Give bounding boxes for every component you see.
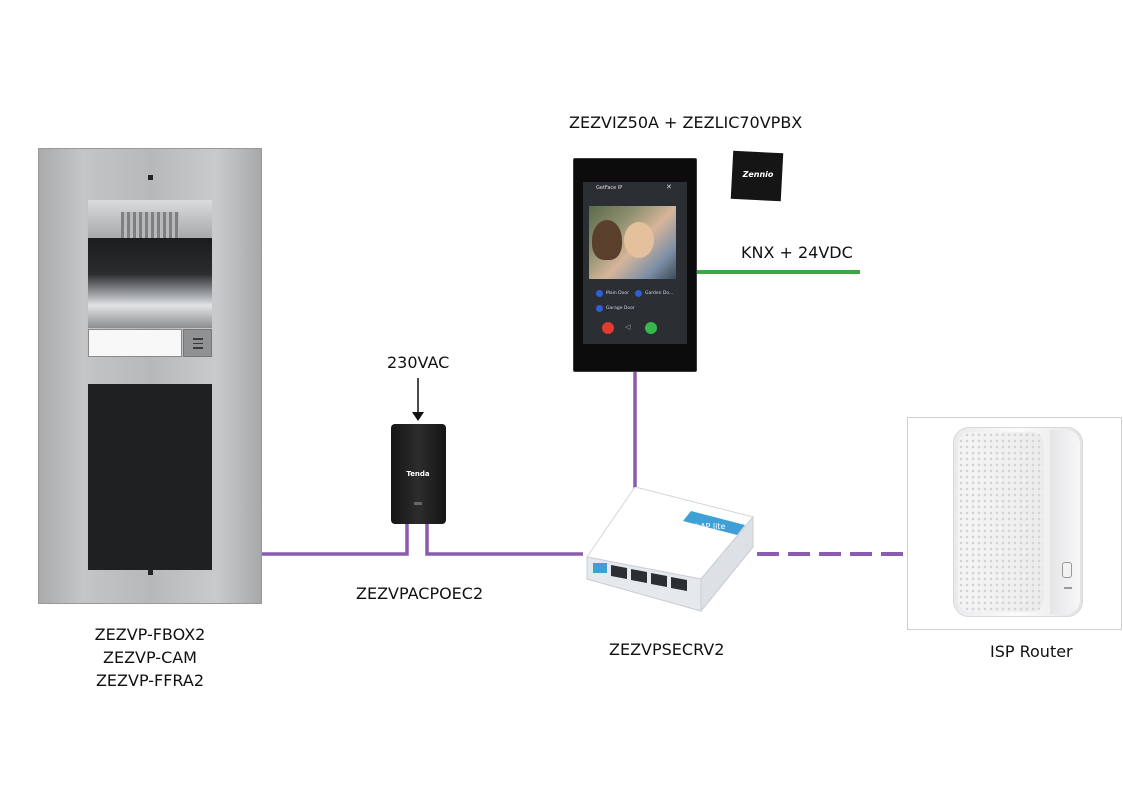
ethernet-cable-panel	[262, 522, 409, 556]
isp-router-side	[1050, 430, 1080, 614]
panel-blank-frame	[88, 384, 212, 570]
screen-video-person	[592, 220, 622, 260]
panel-top-led	[148, 175, 153, 180]
screen-btn-garage-door: Garage Door	[606, 306, 635, 311]
router-led-icon	[1064, 587, 1072, 589]
screen-btn-main-door: Main Door	[606, 291, 629, 296]
hangup-icon	[602, 322, 614, 334]
poe-port-icon	[414, 502, 422, 505]
panel-label-3: ZEZVP-FFRA2	[95, 671, 205, 690]
panel-label-1: ZEZVP-FBOX2	[94, 625, 206, 644]
ac-power-label: 230VAC	[387, 353, 450, 372]
router-button-icon	[1062, 562, 1072, 578]
door-key-icon	[635, 290, 642, 297]
panel-name-card	[88, 329, 182, 357]
answer-icon	[645, 322, 657, 334]
panel-bottom-led	[148, 570, 153, 575]
panel-camera-module	[88, 238, 212, 328]
panel-label-2: ZEZVP-CAM	[103, 648, 197, 667]
ac-arrow-head	[412, 412, 424, 421]
touch-panel-label: ZEZVIZ50A + ZEZLIC70VPBX	[569, 113, 803, 132]
switch-model-label: hAP lite	[695, 522, 725, 531]
screen-btn-garden-door: Garden Do...	[645, 291, 674, 296]
isp-router-label: ISP Router	[990, 642, 1073, 661]
ethernet-cable-poe-switch	[425, 522, 583, 556]
door-key-icon	[596, 290, 603, 297]
poe-brand-logo: Tenda	[406, 470, 430, 478]
switch-label: ZEZVPSECRV2	[609, 640, 725, 659]
isp-router-front-grille	[958, 432, 1044, 612]
panel-call-button	[183, 329, 212, 357]
screen-video-child	[624, 222, 654, 258]
screen-close-icon: ✕	[666, 184, 672, 191]
poe-injector-label: ZEZVPACPOEC2	[356, 584, 484, 603]
chip-brand-logo: Zennio	[742, 170, 774, 179]
knx-label: KNX + 24VDC	[741, 243, 853, 262]
door-key-icon	[596, 305, 603, 312]
network-switch: hAP lite	[586, 487, 754, 613]
speaker-icon: ◁	[625, 324, 631, 331]
screen-title: GetFace IP	[596, 185, 623, 191]
poe-injector	[391, 424, 446, 524]
panel-speaker-grille	[121, 212, 179, 238]
